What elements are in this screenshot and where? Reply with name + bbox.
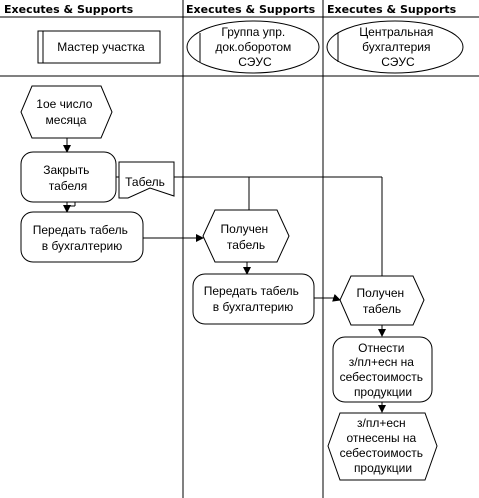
event-costs-assigned-label: з/пл+есн отнесены на себестоимость проду… bbox=[340, 416, 427, 475]
function-transfer-timesheet-docflow[interactable] bbox=[192, 273, 315, 325]
role-box-master bbox=[37, 30, 161, 64]
role-box-docflow-group bbox=[186, 20, 320, 74]
event-costs-assigned[interactable] bbox=[327, 412, 438, 481]
document-timesheet[interactable] bbox=[118, 161, 175, 199]
function-close-timesheet-label: Закрыть табеля bbox=[43, 163, 93, 193]
function-transfer-timesheet-master-label: Передать табель в бухгалтерию bbox=[33, 223, 132, 253]
lane-header: Executes & Supports bbox=[4, 3, 134, 16]
event-timesheet-received-docflow-label: Получен табель bbox=[221, 222, 272, 252]
function-assign-costs-label: Отнести з/пл+есн на себестоимость продук… bbox=[340, 341, 427, 399]
event-timesheet-received-accounting-label: Получен табель bbox=[357, 286, 408, 316]
role-label-docflow-group: Группа упр. док.оборотом СЭУС bbox=[215, 25, 294, 69]
event-first-day-label: 1ое число месяца bbox=[36, 97, 95, 127]
function-transfer-timesheet-master[interactable] bbox=[20, 211, 144, 263]
event-first-day-of-month[interactable] bbox=[20, 85, 113, 139]
function-close-timesheet[interactable] bbox=[20, 151, 117, 203]
lane-header: Executes & Supports bbox=[327, 3, 457, 16]
event-timesheet-received-docflow[interactable] bbox=[202, 209, 290, 263]
role-label-master: Мастер участка bbox=[57, 40, 145, 54]
event-timesheet-received-accounting[interactable] bbox=[339, 275, 425, 326]
lane-header: Executes & Supports bbox=[186, 3, 316, 16]
function-assign-costs[interactable] bbox=[332, 336, 433, 403]
document-timesheet-label: Табель bbox=[125, 175, 165, 189]
role-label-central-accounting: Центральная бухгалтерия СЭУС bbox=[359, 25, 436, 69]
function-transfer-timesheet-docflow-label: Передать табель в бухгалтерию bbox=[204, 284, 303, 314]
role-box-central-accounting bbox=[326, 20, 464, 74]
